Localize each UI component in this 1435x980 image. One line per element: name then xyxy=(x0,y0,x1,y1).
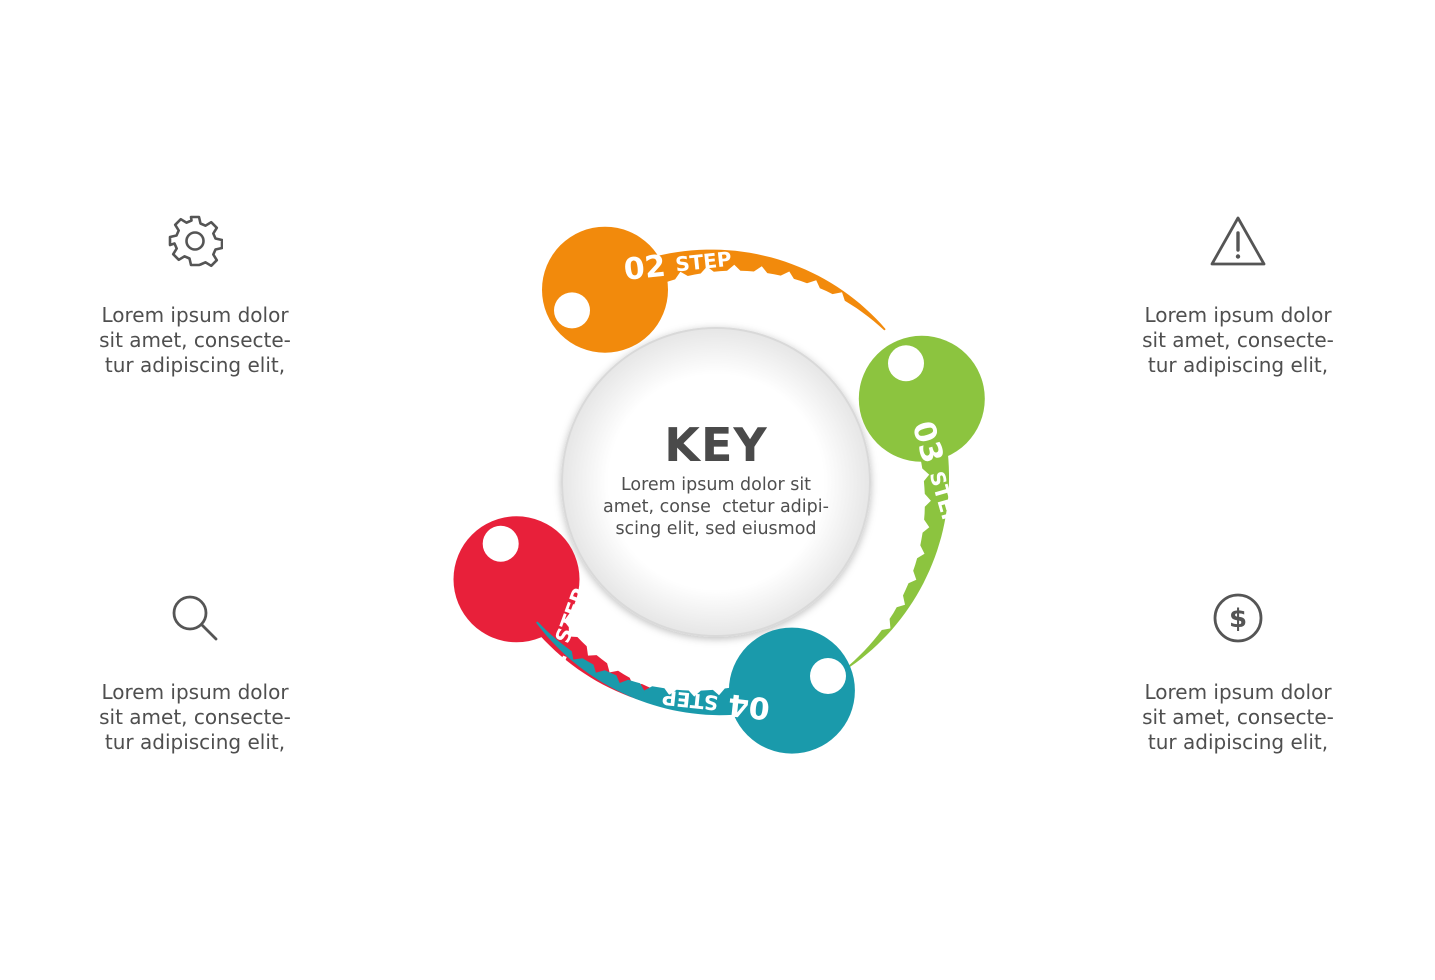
center-line: scing elit, sed eiusmod xyxy=(615,519,817,539)
svg-text:$: $ xyxy=(1229,604,1247,634)
info-line: sit amet, consecte- xyxy=(1142,328,1334,352)
info-text: Lorem ipsum dolor sit amet, consecte- tu… xyxy=(1118,303,1358,378)
key-shaft xyxy=(536,621,773,716)
key-shaft xyxy=(620,249,886,331)
center-circle-inner xyxy=(561,327,871,637)
info-line: sit amet, consecte- xyxy=(1142,705,1334,729)
search-icon xyxy=(172,595,218,641)
info-line: tur adipiscing elit, xyxy=(104,730,286,754)
info-line: tur adipiscing elit, xyxy=(104,353,286,377)
warning-icon xyxy=(1210,216,1266,266)
key-head xyxy=(542,226,668,353)
center-line: amet, conse ctetur adipi- xyxy=(603,497,829,517)
step-03-key: 03STEP xyxy=(849,335,985,667)
step-number: 04 xyxy=(726,687,771,726)
key-hole xyxy=(554,292,590,329)
dollar-icon: $ xyxy=(1213,593,1263,643)
center-text: KEY Lorem ipsum dolor sit amet, conse ct… xyxy=(566,418,866,540)
info-text: Lorem ipsum dolor sit amet, consecte- tu… xyxy=(75,303,315,378)
info-block-bottom-right: $ Lorem ipsum dolor sit amet, consecte- … xyxy=(1118,590,1358,755)
step-label: 04STEP xyxy=(660,680,771,726)
step-04-key: 04STEP xyxy=(536,621,855,754)
center-title: KEY xyxy=(664,418,768,472)
center-description: Lorem ipsum dolor sit amet, conse ctetur… xyxy=(566,474,866,540)
info-block-top-right: Lorem ipsum dolor sit amet, consecte- tu… xyxy=(1118,213,1358,378)
info-line: Lorem ipsum dolor xyxy=(101,680,289,704)
info-line: sit amet, consecte- xyxy=(99,328,291,352)
step-number: 02 xyxy=(622,248,667,287)
info-block-bottom-left: Lorem ipsum dolor sit amet, consecte- tu… xyxy=(75,590,315,755)
info-line: tur adipiscing elit, xyxy=(1147,353,1329,377)
info-line: tur adipiscing elit, xyxy=(1147,730,1329,754)
step-word: STEP xyxy=(674,246,733,276)
gear-icon xyxy=(168,215,223,268)
info-line: Lorem ipsum dolor xyxy=(1144,303,1332,327)
key-hole xyxy=(888,345,924,382)
info-line: Lorem ipsum dolor xyxy=(101,303,289,327)
key-hole xyxy=(810,658,846,694)
info-text: Lorem ipsum dolor sit amet, consecte- tu… xyxy=(75,680,315,755)
key-hole xyxy=(482,525,519,562)
info-block-top-left: Lorem ipsum dolor sit amet, consecte- tu… xyxy=(75,213,315,378)
info-line: sit amet, consecte- xyxy=(99,705,291,729)
info-text: Lorem ipsum dolor sit amet, consecte- tu… xyxy=(1118,680,1358,755)
step-word: STEP xyxy=(661,686,720,716)
info-line: Lorem ipsum dolor xyxy=(1144,680,1332,704)
center-line: Lorem ipsum dolor sit xyxy=(620,475,812,495)
